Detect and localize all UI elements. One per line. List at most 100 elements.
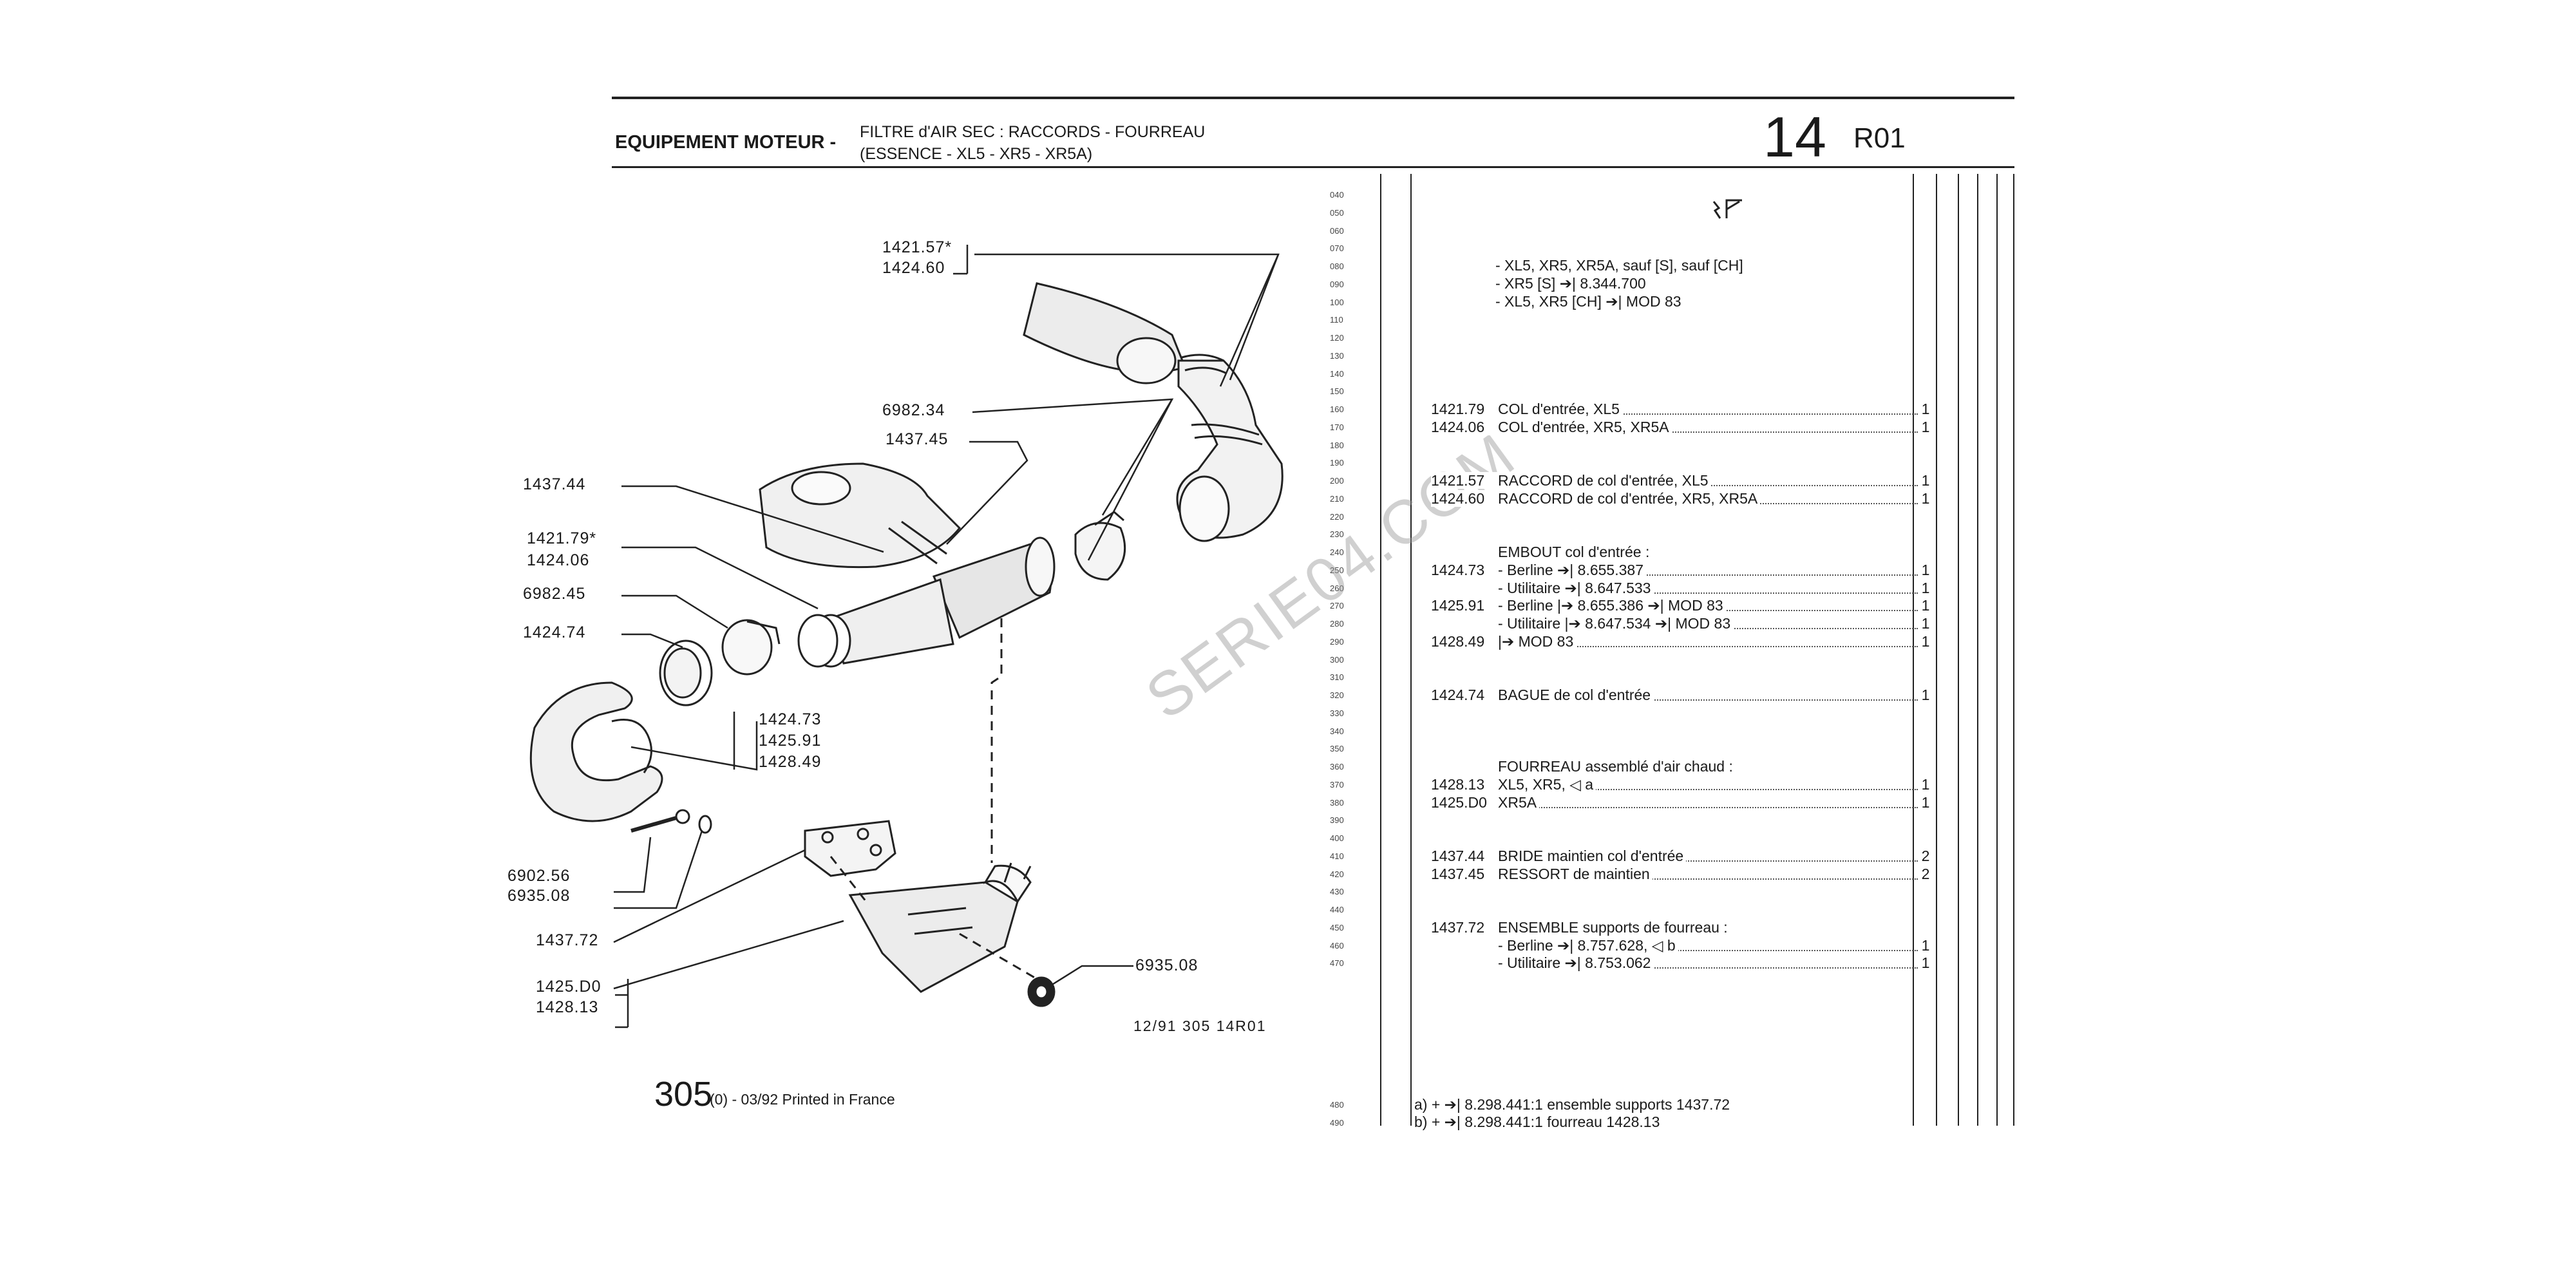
callout-label: 1421.79* — [527, 529, 597, 547]
footnote-a: a) + ➔| 8.298.441:1 ensemble supports 14… — [1414, 1096, 1730, 1113]
part-row: 1437.45 RESSORT de maintien — [1431, 864, 1918, 884]
part-row: - Berline ➔| 8.757.628, ◁ b — [1431, 936, 1918, 955]
part-row: 1425.91 - Berline |➔ 8.655.386 ➔| MOD 83 — [1431, 596, 1918, 615]
part-description: RESSORT de maintien — [1498, 865, 1650, 882]
group-number: 14 — [1763, 105, 1826, 169]
callout-label: 1424.60 — [882, 259, 945, 277]
line-number: 090 — [1330, 279, 1344, 289]
line-number: 380 — [1330, 797, 1344, 808]
callout-label: 1424.74 — [523, 623, 586, 641]
line-number: 230 — [1330, 529, 1344, 540]
footer-print-info: (0) - 03/92 Printed in France — [710, 1091, 895, 1108]
part-reference: 1424.06 — [1431, 418, 1485, 435]
line-number: 480 — [1330, 1100, 1344, 1110]
leader-dots — [1431, 864, 1918, 880]
line-number: 460 — [1330, 940, 1344, 951]
callout-label: 6935.08 — [507, 887, 571, 905]
part-quantity: 1 — [1921, 489, 1930, 507]
part-row: - Utilitaire |➔ 8.647.534 ➔| MOD 83 — [1431, 614, 1918, 633]
part-reference: 1437.45 — [1431, 865, 1485, 882]
line-number: 360 — [1330, 762, 1344, 772]
section-title: EQUIPEMENT MOTEUR - — [615, 132, 837, 153]
part-reference: 1424.60 — [1431, 489, 1485, 507]
line-number: 410 — [1330, 851, 1344, 861]
part-quantity: 2 — [1921, 865, 1930, 882]
line-number: 340 — [1330, 726, 1344, 736]
line-number: 110 — [1330, 315, 1343, 325]
line-number: 170 — [1330, 422, 1344, 432]
part-reference: 1437.72 — [1431, 918, 1485, 936]
line-number: 050 — [1330, 207, 1344, 218]
part-description: COL d'entrée, XR5, XR5A — [1498, 418, 1669, 435]
condition-line-2: - XR5 [S] ➔| 8.344.700 — [1495, 275, 1646, 292]
part-reference: 1428.13 — [1431, 775, 1485, 793]
table-rule-col-4 — [1977, 174, 1978, 1126]
line-number: 070 — [1330, 243, 1344, 254]
header-top-rule — [612, 97, 2014, 99]
part-text: - Utilitaire ➔| 8.647.533 — [1431, 579, 1654, 596]
line-number: 100 — [1330, 297, 1344, 307]
part-description: - Berline ➔| 8.655.387 — [1498, 561, 1643, 578]
line-number: 420 — [1330, 869, 1344, 879]
line-number: 300 — [1330, 654, 1344, 665]
part-row: FOURREAU assemblé d'air chaud : — [1431, 757, 1918, 776]
table-rule-col-5 — [1996, 174, 1998, 1126]
part-reference: 1425.91 — [1431, 597, 1485, 614]
callout-label: 1428.13 — [536, 998, 599, 1016]
part-quantity: 1 — [1921, 561, 1930, 578]
line-number: 470 — [1330, 958, 1344, 969]
part-text: - Utilitaire |➔ 8.647.534 ➔| MOD 83 — [1431, 615, 1734, 632]
part-quantity: 1 — [1921, 775, 1930, 793]
part-description: BAGUE de col d'entrée — [1498, 687, 1651, 703]
callout-label: 6982.34 — [882, 401, 945, 419]
line-number: 310 — [1330, 672, 1344, 683]
part-quantity: 1 — [1921, 597, 1930, 614]
callout-label: 1424.06 — [527, 551, 590, 569]
line-number: 330 — [1330, 708, 1344, 718]
callout-label: 1437.45 — [886, 430, 949, 448]
callout-label: 1437.44 — [523, 475, 586, 493]
line-number: 430 — [1330, 887, 1344, 897]
part-description: BRIDE maintien col d'entrée — [1498, 847, 1684, 864]
page-title-line-2: (ESSENCE - XL5 - XR5 - XR5A) — [860, 145, 1093, 163]
line-number: 490 — [1330, 1118, 1344, 1128]
table-rule-qty-left — [1913, 174, 1914, 1126]
line-number: 040 — [1330, 190, 1344, 200]
line-number: 250 — [1330, 565, 1344, 575]
part-row: 1424.06 COL d'entrée, XR5, XR5A — [1431, 417, 1918, 437]
part-text: - Berline ➔| 8.757.628, ◁ b — [1431, 936, 1678, 954]
line-number: 130 — [1330, 350, 1344, 361]
part-description: EMBOUT col d'entrée : — [1498, 544, 1650, 560]
line-number: 270 — [1330, 601, 1344, 611]
leader-dots — [1431, 685, 1918, 701]
part-quantity: 1 — [1921, 793, 1930, 811]
page-code: R01 — [1853, 122, 1906, 154]
part-description: - Berline ➔| 8.757.628, ◁ b — [1498, 936, 1676, 954]
part-row: EMBOUT col d'entrée : — [1431, 542, 1918, 562]
part-text: 1424.73 - Berline ➔| 8.655.387 — [1431, 561, 1646, 578]
part-reference: 1421.57 — [1431, 472, 1485, 489]
leader-dots — [1431, 399, 1918, 415]
part-text: EMBOUT col d'entrée : — [1431, 544, 1653, 560]
page-title: FILTRE d'AIR SEC : RACCORDS - FOURREAU (… — [860, 121, 1205, 165]
line-number: 320 — [1330, 690, 1344, 700]
line-number: 390 — [1330, 815, 1344, 826]
line-number: 120 — [1330, 333, 1344, 343]
line-number: 190 — [1330, 458, 1344, 468]
part-reference: 1437.44 — [1431, 847, 1485, 864]
part-description: FOURREAU assemblé d'air chaud : — [1498, 758, 1733, 775]
part-row: 1428.49|➔ MOD 83 — [1431, 632, 1918, 651]
line-number: 200 — [1330, 476, 1344, 486]
condition-line-1: - XL5, XR5, XR5A, sauf [S], sauf [CH] — [1495, 257, 1743, 274]
part-text: - Utilitaire ➔| 8.753.062 — [1431, 954, 1654, 972]
part-reference: 1424.73 — [1431, 561, 1485, 578]
line-number: 450 — [1330, 922, 1344, 933]
line-number: 060 — [1330, 225, 1344, 236]
footnote-b: b) + ➔| 8.298.441:1 fourreau 1428.13 — [1414, 1113, 1660, 1130]
line-number: 260 — [1330, 583, 1344, 593]
part-description: - Berline |➔ 8.655.386 ➔| MOD 83 — [1498, 597, 1723, 614]
